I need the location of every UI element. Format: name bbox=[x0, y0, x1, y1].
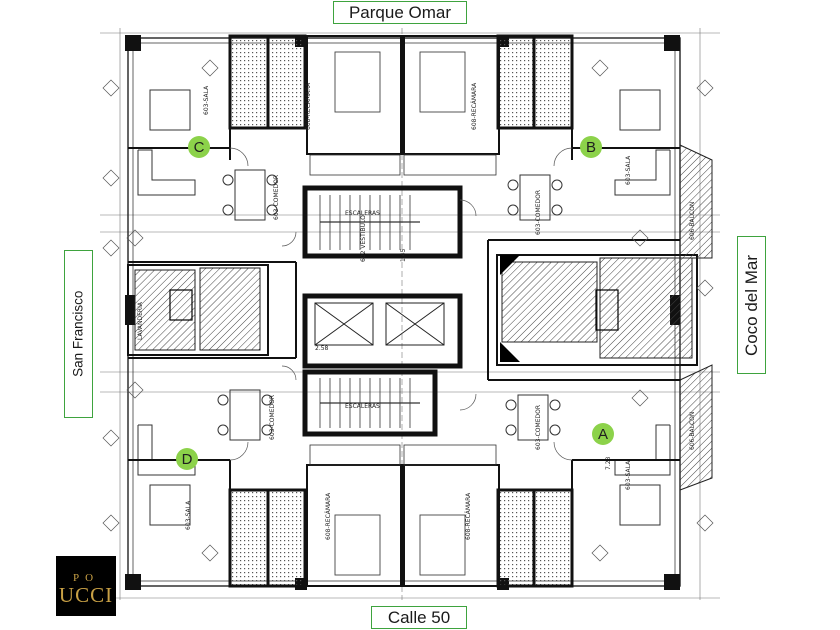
core-walls bbox=[302, 185, 463, 437]
dining-label-ne: 603-COMEDOR bbox=[535, 190, 542, 235]
bedroom-walls bbox=[306, 35, 500, 587]
unit-marker-c: C bbox=[188, 136, 210, 158]
living-label-se: 603-SALA bbox=[625, 460, 632, 490]
dining-label-sw: 603-COMEDOR bbox=[269, 395, 276, 440]
bedroom-label-nw: 608-RECÁMARA bbox=[305, 82, 312, 130]
street-label-south: Calle 50 bbox=[371, 606, 467, 629]
door-swings bbox=[229, 147, 573, 461]
living-dimension: 7.28 bbox=[605, 456, 612, 470]
unit-marker-b: B bbox=[580, 136, 602, 158]
logo-line-2: UCCI bbox=[58, 583, 114, 607]
street-label-west: San Francisco bbox=[64, 250, 93, 418]
stairs-label-south: ESCALERAS bbox=[345, 403, 380, 410]
stair-dimension: 1.45 bbox=[400, 248, 407, 262]
closets bbox=[309, 154, 497, 466]
balconies bbox=[679, 144, 713, 491]
street-label-north: Parque Omar bbox=[333, 1, 467, 24]
dining-label-nw: 603-COMEDOR bbox=[273, 175, 280, 220]
dining-tables bbox=[217, 169, 563, 441]
living-label-ne: 603-SALA bbox=[625, 155, 632, 185]
elevator-dimension: 2.58 bbox=[315, 345, 329, 352]
unit-marker-d: D bbox=[176, 448, 198, 470]
balcony-label-north: 606-BALCON bbox=[689, 202, 696, 240]
bedroom-label-ne: 608-RECÁMARA bbox=[471, 82, 478, 130]
elevator-shafts bbox=[314, 302, 445, 346]
stairs-label-north: ESCALERAS bbox=[345, 210, 380, 217]
logo-line-1: PO bbox=[72, 572, 100, 584]
bedroom-label-se: 608-RECÁMARA bbox=[465, 492, 472, 540]
kitchen-east bbox=[496, 254, 698, 366]
bedroom-label-sw: 608-RECÁMARA bbox=[325, 492, 332, 540]
unit-marker-a: A bbox=[592, 423, 614, 445]
living-label-sw: 603-SALA bbox=[185, 500, 192, 530]
balcony-label-south: 606-BALCON bbox=[689, 412, 696, 450]
dining-label-se: 603-COMEDOR bbox=[535, 405, 542, 450]
beds bbox=[334, 51, 466, 576]
laundry-label: LAVANDERIA bbox=[137, 301, 144, 340]
street-label-east: Coco del Mar bbox=[737, 236, 766, 374]
interior-walls bbox=[128, 128, 680, 490]
grid-markers bbox=[102, 59, 714, 562]
bathroom-blocks-bottom bbox=[228, 488, 574, 588]
kitchen-west bbox=[127, 264, 269, 356]
vestibule-label: 602 VESTIBULO bbox=[360, 215, 367, 262]
stair-treads bbox=[319, 195, 420, 428]
living-label-nw: 603-SALA bbox=[203, 85, 210, 115]
brand-logo: PO UCCI bbox=[56, 556, 116, 616]
